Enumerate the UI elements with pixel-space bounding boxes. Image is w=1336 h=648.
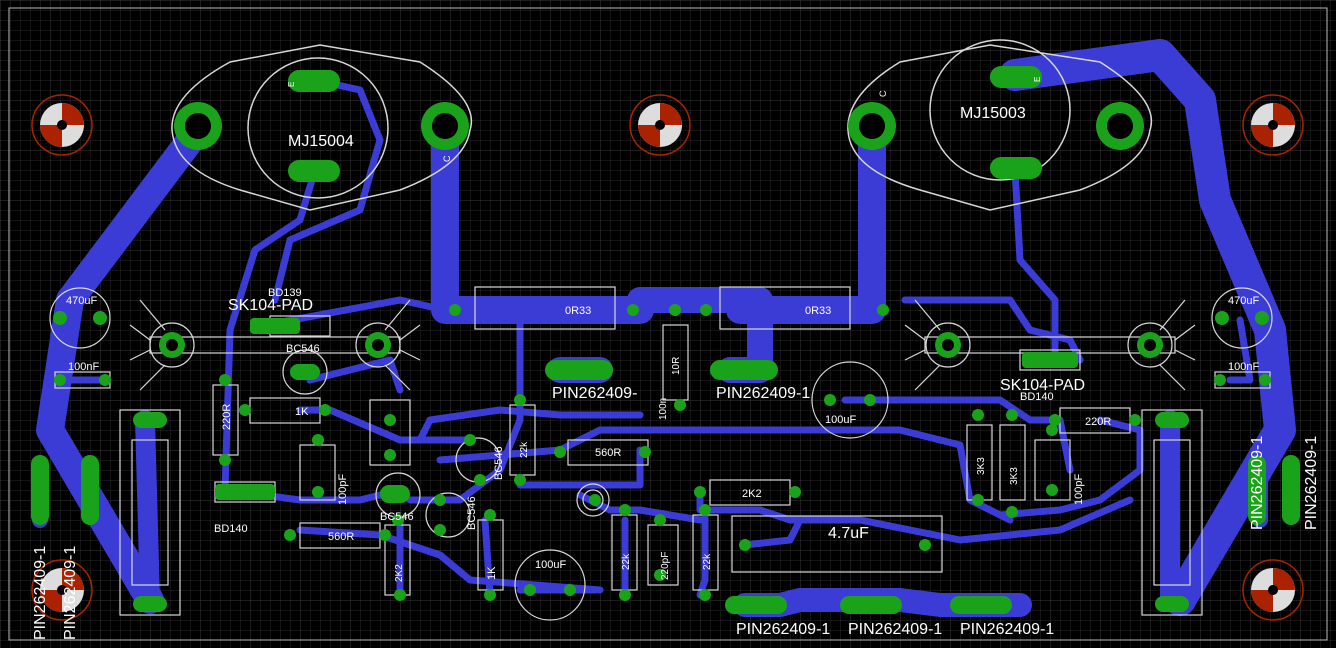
label-bc546-c: BC546 xyxy=(493,446,505,480)
label-22k-a: 22k xyxy=(519,441,530,458)
fuse-holders xyxy=(119,409,1203,616)
label-pin-center-a: PIN262409- xyxy=(552,385,637,402)
label-pin-center-b: PIN262409-1 xyxy=(716,385,810,402)
label-bc546-a: BC546 xyxy=(286,343,320,355)
label-100nf-left: 100nF xyxy=(68,361,99,373)
trace-left-fuse xyxy=(135,410,160,610)
label-0r33-a: 0R33 xyxy=(565,305,591,317)
label-560r-a: 560R xyxy=(595,447,621,459)
label-1k-b: 1K xyxy=(486,566,498,580)
label-pin-bottom-3: PIN262409-1 xyxy=(960,621,1054,638)
label-100nf-right: 100nF xyxy=(1228,361,1259,373)
heatsink-left-outline xyxy=(129,299,421,391)
label-pin-c-right: C xyxy=(878,90,888,97)
label-pin-right-2: PIN262409-1 xyxy=(1303,436,1320,530)
label-pin-c-left: C xyxy=(442,155,452,162)
label-mj15004: MJ15004 xyxy=(288,133,354,150)
label-pin-right-1: PIN262409-1 xyxy=(1249,436,1266,530)
transistor-right-outline[interactable] xyxy=(847,39,1153,211)
label-sk104-left: SK104-PAD xyxy=(228,297,313,314)
label-mj15003: MJ15003 xyxy=(960,105,1026,122)
label-220r-right: 220R xyxy=(1085,416,1111,428)
label-22k-b: 22k xyxy=(621,553,632,570)
label-pin-e-left: E xyxy=(287,82,296,87)
label-100uf-mid: 100uF xyxy=(825,414,856,426)
label-pin-left-2: PIN262409-1 xyxy=(62,546,79,640)
label-bd140-left: BD140 xyxy=(214,523,248,535)
label-100n: 100n xyxy=(658,398,669,420)
pads[interactable] xyxy=(31,66,1300,614)
label-100pf-left: 100pF xyxy=(337,474,349,505)
silkscreen-labels: MJ15004 MJ15003 SK104-PAD SK104-PAD BD13… xyxy=(32,77,1320,640)
label-sk104-right: SK104-PAD xyxy=(1000,377,1085,394)
label-3k3-a: 3K3 xyxy=(976,457,987,475)
label-bd140-right: BD140 xyxy=(1020,391,1054,403)
trace-collector-right xyxy=(726,116,886,324)
label-pin-e-right: E xyxy=(1033,77,1042,82)
mounting-holes xyxy=(31,94,1304,621)
label-470uf-left: 470uF xyxy=(66,295,97,307)
trace-power-right xyxy=(999,39,1296,616)
board-outline xyxy=(8,7,1328,641)
label-220pf: 220pF xyxy=(660,552,671,580)
label-10r: 10R xyxy=(671,357,682,375)
label-bd139: BD139 xyxy=(268,287,302,299)
label-4u7: 4.7uF xyxy=(828,525,869,542)
label-0r33-b: 0R33 xyxy=(805,305,831,317)
transistor-left-outline[interactable] xyxy=(171,44,473,211)
label-2k2-a: 2K2 xyxy=(742,488,762,500)
label-22k-c: 22k xyxy=(702,553,713,570)
label-2k2-b: 2K2 xyxy=(394,564,405,582)
label-1k-a: 1K xyxy=(295,406,309,418)
label-pin-left-1: PIN262409-1 xyxy=(32,546,49,640)
label-470uf-right: 470uF xyxy=(1228,295,1259,307)
label-100pf-right: 100pF xyxy=(1073,474,1085,505)
label-220r-left: 220R xyxy=(221,404,233,430)
label-3k3-b: 3K3 xyxy=(1009,467,1020,485)
trace-emitter-join xyxy=(627,287,773,383)
label-pin-bottom-1: PIN262409-1 xyxy=(736,621,830,638)
label-bc546-b: BC546 xyxy=(380,511,414,523)
label-pin-bottom-2: PIN262409-1 xyxy=(848,621,942,638)
label-100uf-bottom: 100uF xyxy=(535,559,566,571)
label-bc546-d: BC546 xyxy=(466,496,478,530)
label-560r-b: 560R xyxy=(328,531,354,543)
